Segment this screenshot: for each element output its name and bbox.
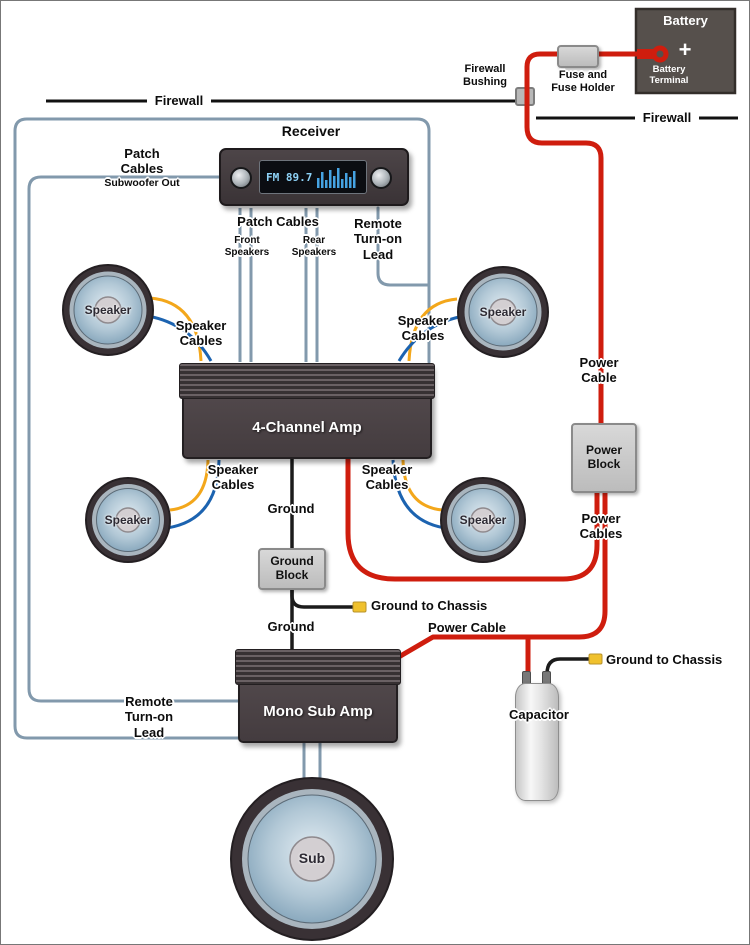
receiver-tuning-knob [370, 167, 392, 189]
fuse-holder-label: Fuse and Fuse Holder [551, 69, 615, 94]
front-speakers-label: Front Speakers [224, 235, 270, 258]
speaker-wire-fl-a [149, 296, 203, 362]
speaker-cables-label-rl: Speaker Cables [207, 462, 259, 493]
speaker-label-front-right: Speaker [479, 305, 527, 319]
speaker-dustcap [489, 298, 517, 326]
receiver-frequency: FM 89.7 [266, 170, 313, 184]
power-cable-label-mid: Power Cable [427, 620, 507, 635]
battery-plus-sign: + [678, 37, 692, 62]
speaker-dustcap [94, 296, 122, 324]
power-cable-label-right: Power Cable [579, 355, 619, 386]
mono-sub-amp: Mono Sub Amp [235, 649, 401, 743]
battery-terminal-ring-hole [656, 50, 664, 58]
speaker-cables-label-rr: Speaker Cables [361, 462, 413, 493]
speaker-wire-rl-b [166, 459, 221, 530]
chassis-connector-right [588, 653, 603, 665]
speaker-wire-rr-a [401, 459, 443, 512]
power-cables-label: Power Cables [579, 511, 623, 542]
patch-cables-label: Patch Cables [237, 214, 319, 229]
rear-speakers-label: Rear Speakers [291, 235, 337, 258]
capacitor-label: Capacitor [509, 707, 569, 722]
speaker-label-rear-left: Speaker [104, 513, 152, 527]
subwoofer [230, 777, 394, 941]
ground-to-chassis-label-right: Ground to Chassis [606, 652, 723, 667]
chassis-connector-mid [352, 601, 367, 613]
speaker-label-front-left: Speaker [84, 303, 132, 317]
amp-heatsink-fins [235, 649, 401, 685]
speaker-wire-rr-b [391, 459, 446, 530]
receiver-title: Receiver [281, 123, 341, 139]
power-cable-to-mono-amp [394, 487, 608, 661]
speaker-dustcap [115, 507, 141, 533]
firewall-bushing-label: Firewall Bushing [463, 63, 507, 88]
speaker-wire-fr-b [397, 315, 460, 362]
ground-wire-capacitor-to-chassis [545, 657, 589, 675]
battery-label: Battery [663, 13, 708, 28]
speaker-wire-rl-a [169, 459, 210, 512]
speaker-dustcap [470, 507, 496, 533]
ground-to-chassis-label-mid: Ground to Chassis [371, 598, 488, 613]
speaker-cables-label-fr: Speaker Cables [397, 313, 449, 344]
receiver: FM 89.7 [219, 148, 409, 206]
ground-block: Ground Block [258, 548, 326, 590]
firewall-label-right: Firewall [635, 109, 699, 127]
ground-label-bottom: Ground [267, 619, 315, 634]
patch-cables-subwoofer-label: Patch Cables [120, 146, 164, 177]
speaker-rear-right [440, 477, 526, 563]
sub-label: Sub [298, 850, 326, 866]
receiver-display: FM 89.7 [259, 160, 367, 194]
remote-turnon-wire-to-4ch-amp [376, 206, 431, 364]
receiver-volume-knob [230, 167, 252, 189]
ground-label-top: Ground [267, 501, 315, 516]
fuse-holder [557, 45, 599, 68]
remote-turnon-wire-to-mono-amp [13, 117, 431, 740]
mono-sub-amp-label: Mono Sub Amp [263, 703, 373, 720]
remote-turnon-lead-label-bottom: Remote Turn-on Lead [124, 694, 174, 740]
remote-turnon-lead-label-top: Remote Turn-on Lead [353, 216, 403, 262]
power-block: Power Block [571, 423, 637, 493]
speaker-wire-fl-b [147, 314, 213, 362]
power-cable-to-4ch-amp [345, 453, 600, 582]
battery-terminal-label: Battery Terminal [649, 64, 689, 87]
spectrum-bars-icon [317, 168, 356, 188]
ground-wire-to-chassis-mid [290, 590, 353, 609]
speaker-front-right [457, 266, 549, 358]
firewall-label-left: Firewall [147, 92, 211, 110]
sub-dustcap [289, 836, 335, 882]
speaker-cables-label-fl: Speaker Cables [175, 318, 227, 349]
power-cable-battery-to-power-block [524, 51, 656, 430]
subwoofer-patch-cable-wire [27, 175, 242, 703]
capacitor-body [515, 683, 559, 801]
speaker-wire-fr-a [407, 297, 458, 362]
subwoofer-out-label: Subwoofer Out [104, 177, 180, 189]
four-channel-amp: 4-Channel Amp [179, 363, 435, 459]
four-channel-amp-label: 4-Channel Amp [252, 419, 362, 436]
speaker-rear-left [85, 477, 171, 563]
speaker-front-left [62, 264, 154, 356]
speaker-label-rear-right: Speaker [459, 513, 507, 527]
amp-heatsink-fins [179, 363, 435, 399]
